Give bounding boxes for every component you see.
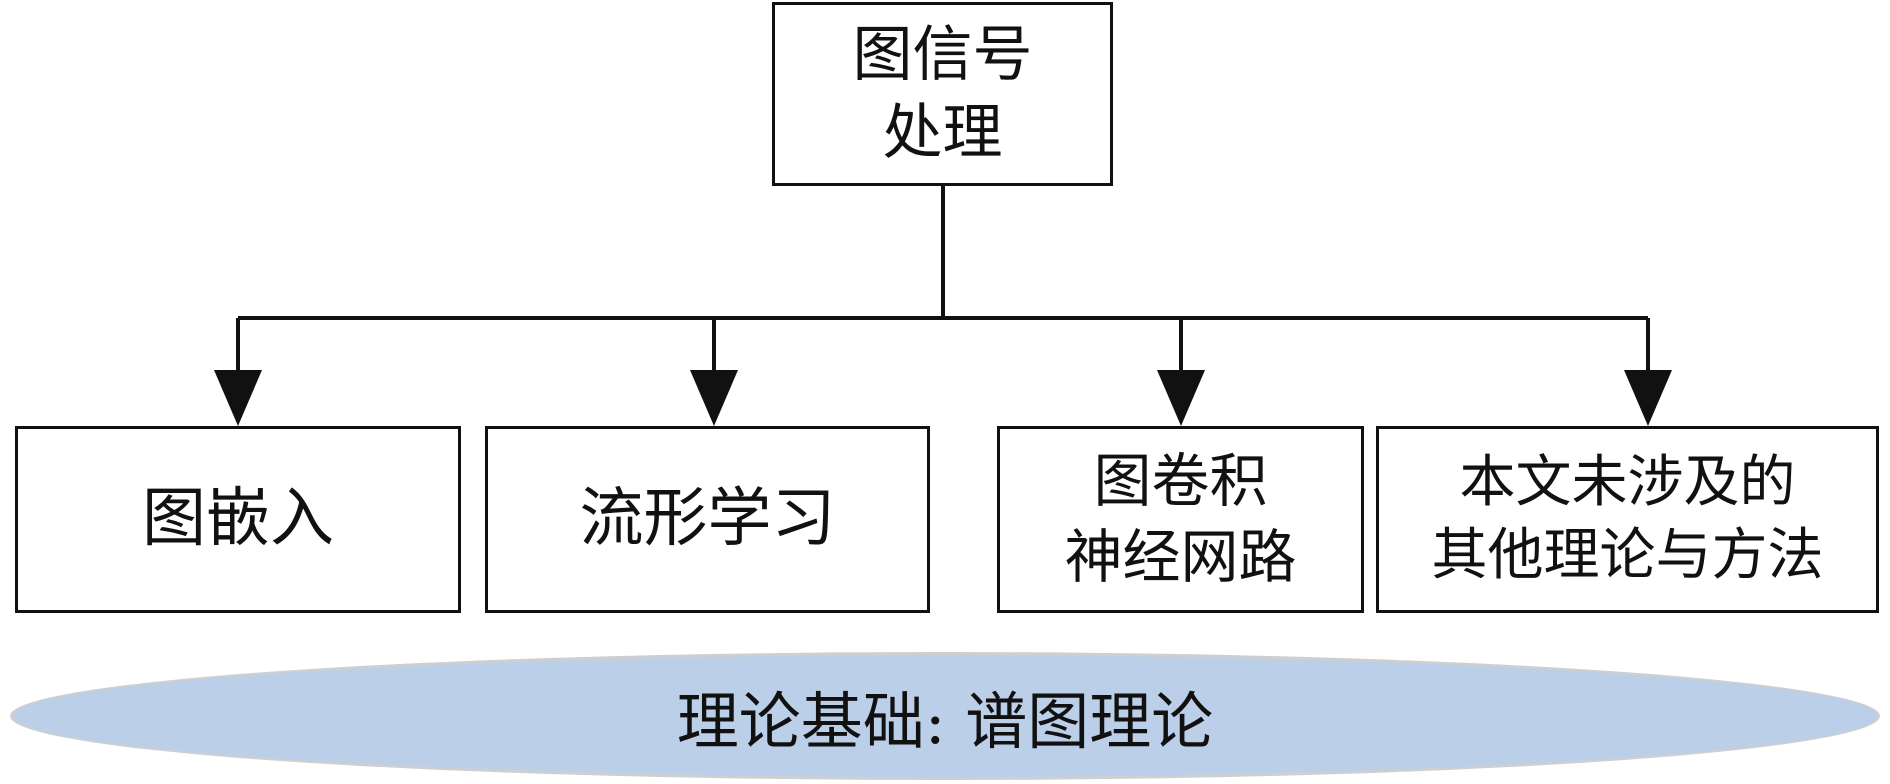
branch-node-label-line-2: 其他理论与方法 xyxy=(1431,522,1824,588)
branch-node-graph-convolutional-network: 图卷积 神经网路 xyxy=(997,426,1364,613)
root-node-label-line-1: 图信号 xyxy=(852,20,1033,90)
branch-node-label-line-2: 神经网路 xyxy=(1064,522,1297,591)
branch-node-label: 图嵌入 xyxy=(142,481,334,556)
branch-node-label-line-1: 本文未涉及的 xyxy=(1459,449,1796,515)
arrowhead-gcn-icon xyxy=(1157,370,1205,426)
branch-node-label: 流形学习 xyxy=(579,481,836,556)
arrowhead-manifold-icon xyxy=(690,370,738,426)
branch-node-other-methods: 本文未涉及的 其他理论与方法 xyxy=(1376,426,1879,613)
root-node-graph-signal-processing: 图信号 处理 xyxy=(772,2,1113,186)
arrowhead-other-icon xyxy=(1624,370,1672,426)
branch-node-graph-embedding: 图嵌入 xyxy=(15,426,461,613)
foundation-label: 理论基础: 谱图理论 xyxy=(676,685,1214,758)
root-node-label-line-2: 处理 xyxy=(882,98,1003,168)
branch-node-label-line-1: 图卷积 xyxy=(1093,447,1268,516)
arrowhead-embed-icon xyxy=(214,370,262,426)
foundation-ellipse: 理论基础: 谱图理论 xyxy=(10,652,1880,780)
branch-node-manifold-learning: 流形学习 xyxy=(485,426,930,613)
